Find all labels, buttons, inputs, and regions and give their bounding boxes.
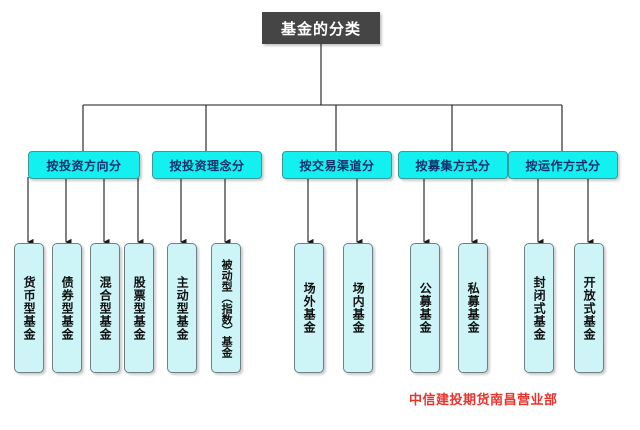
category-node-2[interactable]: 按投资理念分 (152, 151, 262, 179)
leaf-node-2-2[interactable]: 被动型（指数）基金 (211, 243, 241, 373)
root-node: 基金的分类 (262, 12, 380, 44)
root-node-label: 基金的分类 (280, 20, 361, 38)
leaf-node-label: 封闭式基金 (532, 275, 547, 341)
leaf-node-3-2[interactable]: 场内基金 (343, 243, 373, 373)
category-node-label: 按交易渠道分 (299, 158, 375, 173)
leaf-node-label: 主动型基金 (175, 275, 190, 341)
leaf-node-label: 场内基金 (351, 282, 366, 334)
category-node-5[interactable]: 按运作方式分 (508, 151, 618, 179)
leaf-node-label: 混合型基金 (98, 275, 113, 341)
category-node-label: 按运作方式分 (525, 158, 601, 173)
leaf-node-label: 私募基金 (466, 282, 481, 334)
leaf-node-1-4[interactable]: 股票型基金 (124, 243, 154, 373)
leaf-node-1-3[interactable]: 混合型基金 (90, 243, 120, 373)
leaf-node-5-1[interactable]: 封闭式基金 (524, 243, 554, 373)
leaf-node-3-1[interactable]: 场外基金 (294, 243, 324, 373)
leaf-node-label: 货币型基金 (22, 275, 37, 341)
category-node-label: 按投资方向分 (46, 158, 122, 173)
watermark-text: 中信建投期货南昌营业部 (409, 392, 558, 407)
leaf-node-label: 债券型基金 (60, 275, 75, 341)
leaf-node-label: 股票型基金 (132, 275, 147, 341)
leaf-node-1-2[interactable]: 债券型基金 (52, 243, 82, 373)
leaf-node-4-1[interactable]: 公募基金 (410, 243, 440, 373)
category-node-3[interactable]: 按交易渠道分 (282, 151, 392, 179)
leaf-node-label: 被动型（指数）基金 (220, 258, 233, 358)
leaf-node-label: 场外基金 (302, 282, 317, 334)
leaf-node-label: 开放式基金 (582, 275, 597, 341)
leaf-node-1-1[interactable]: 货币型基金 (14, 243, 44, 373)
category-node-1[interactable]: 按投资方向分 (28, 151, 140, 179)
leaf-node-4-2[interactable]: 私募基金 (458, 243, 488, 373)
leaf-node-2-1[interactable]: 主动型基金 (167, 243, 197, 373)
category-node-label: 按投资理念分 (169, 158, 245, 173)
leaf-node-label: 公募基金 (418, 282, 433, 334)
category-node-4[interactable]: 按募集方式分 (398, 151, 508, 179)
category-node-label: 按募集方式分 (415, 158, 491, 173)
leaf-node-5-2[interactable]: 开放式基金 (574, 243, 604, 373)
